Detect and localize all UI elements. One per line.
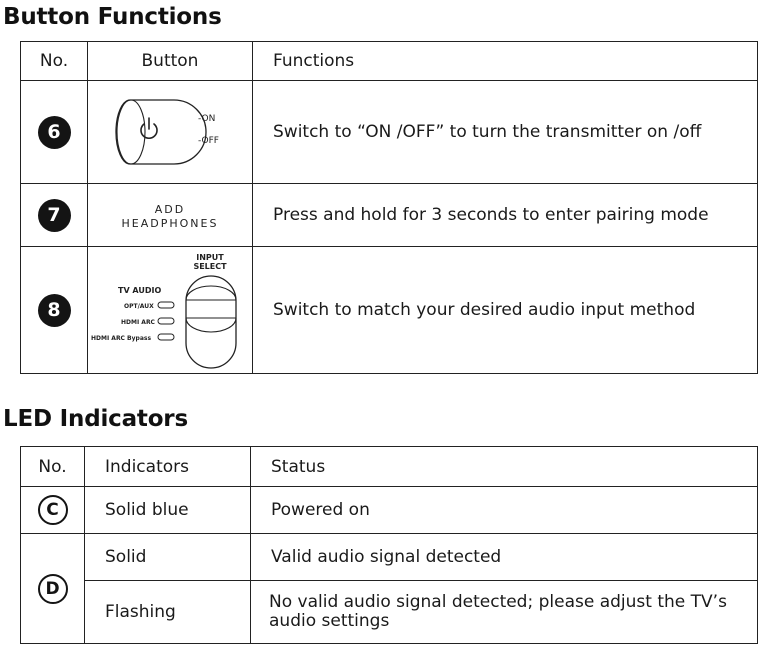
- table-row: 6 -ON -OFF Switch to “ON /OFF” to turn t…: [20, 80, 758, 184]
- status-line: No valid audio signal detected; please a…: [269, 592, 727, 612]
- number-badge-6: 6: [37, 115, 71, 149]
- table-header-row: No. Button Functions: [20, 41, 758, 81]
- button-functions-table: No. Button Functions 6 -ON -OFF Switch t…: [20, 41, 758, 374]
- table-row: D Solid Valid audio signal detected: [20, 533, 758, 644]
- number-badge-7: 7: [37, 198, 71, 232]
- header-button: Button: [87, 41, 253, 81]
- row-number-cell: 7: [20, 183, 88, 247]
- header-functions: Functions: [252, 41, 758, 81]
- function-text: Press and hold for 3 seconds to enter pa…: [252, 183, 758, 247]
- indicator-text: Flashing: [84, 580, 251, 644]
- hdmi-arc-bypass-led: [157, 333, 175, 341]
- power-switch-illustration-cell: -ON -OFF: [87, 80, 253, 184]
- headphones-label: HEADPHONES: [122, 217, 219, 230]
- add-headphones-button-cell: ADD HEADPHONES: [87, 183, 253, 247]
- function-text: Switch to “ON /OFF” to turn the transmit…: [252, 80, 758, 184]
- letter-badge-c: C: [37, 495, 68, 525]
- status-text: No valid audio signal detected; please a…: [250, 580, 758, 644]
- header-indicators: Indicators: [84, 446, 251, 487]
- table-header-row: No. Indicators Status: [20, 446, 758, 487]
- input-select-illustration-cell: INPUT SELECT TV AUDIO OPT/AUX HDMI ARC H…: [87, 246, 253, 374]
- hdmi-arc-label: HDMI ARC: [121, 319, 156, 326]
- power-icon: [140, 117, 158, 139]
- select-label: SELECT: [193, 262, 227, 271]
- led-indicators-table: No. Indicators Status C Solid blue Power…: [20, 446, 758, 644]
- header-no: No.: [20, 446, 85, 487]
- letter-badge-d: D: [37, 573, 68, 604]
- row-number-cell: C: [20, 486, 85, 534]
- hdmi-arc-led: [157, 317, 175, 325]
- row-number-cell: D: [20, 533, 85, 644]
- tv-audio-label: TV AUDIO: [118, 286, 161, 295]
- number-badge-8: 8: [37, 293, 71, 327]
- input-select-illustration: INPUT SELECT TV AUDIO OPT/AUX HDMI ARC H…: [91, 253, 237, 369]
- power-switch-illustration: -ON -OFF: [115, 99, 219, 165]
- hdmi-arc-bypass-label: HDMI ARC Bypass: [91, 335, 151, 342]
- table-row: 7 ADD HEADPHONES Press and hold for 3 se…: [20, 183, 758, 247]
- function-text: Switch to match your desired audio input…: [252, 246, 758, 374]
- off-label: -OFF: [198, 136, 219, 146]
- table-row: 8 INPUT SELECT TV AUDIO OPT/AUX HDMI ARC…: [20, 246, 758, 374]
- row-number-cell: 6: [20, 80, 88, 184]
- header-status: Status: [250, 446, 758, 487]
- add-label: ADD: [155, 203, 185, 216]
- indicator-text: Solid: [84, 533, 251, 581]
- section-title-button-functions: Button Functions: [3, 4, 222, 30]
- status-text: Valid audio signal detected: [250, 533, 758, 581]
- add-headphones-label-illustration: ADD HEADPHONES: [122, 203, 219, 230]
- opt-aux-label: OPT/AUX: [124, 303, 154, 310]
- table-row: Flashing No valid audio signal detected;…: [21, 580, 758, 644]
- row-number-cell: 8: [20, 246, 88, 374]
- header-no: No.: [20, 41, 88, 81]
- section-title-led-indicators: LED Indicators: [3, 406, 188, 432]
- opt-aux-led: [157, 301, 175, 309]
- indicator-text: Solid blue: [84, 486, 251, 534]
- status-text: Powered on: [250, 486, 758, 534]
- status-line: audio settings: [269, 611, 390, 631]
- input-select-slider: [185, 275, 237, 369]
- table-row: C Solid blue Powered on: [20, 486, 758, 534]
- input-label: INPUT: [196, 253, 224, 262]
- on-label: -ON: [198, 114, 215, 124]
